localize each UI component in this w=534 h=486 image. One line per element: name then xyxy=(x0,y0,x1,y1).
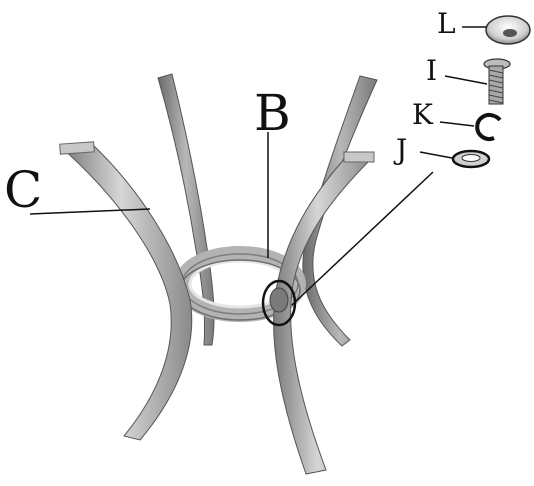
foot-pad-right xyxy=(344,152,374,162)
label-i: I xyxy=(426,54,437,87)
label-l: L xyxy=(437,7,456,40)
front-leg-left xyxy=(62,144,192,440)
leader-j xyxy=(420,152,452,158)
bolt-hole xyxy=(270,288,288,312)
foot-pad-left xyxy=(60,142,95,154)
label-c: C xyxy=(4,161,42,219)
label-k: K xyxy=(412,98,434,131)
leader-i xyxy=(445,76,487,84)
flat-washer-j xyxy=(453,151,489,167)
label-j: J xyxy=(393,133,407,166)
cap-l xyxy=(486,16,530,44)
bolt-i xyxy=(484,59,510,104)
label-b: B xyxy=(254,84,291,142)
leader-k xyxy=(440,122,474,126)
lock-washer-k xyxy=(477,115,500,139)
